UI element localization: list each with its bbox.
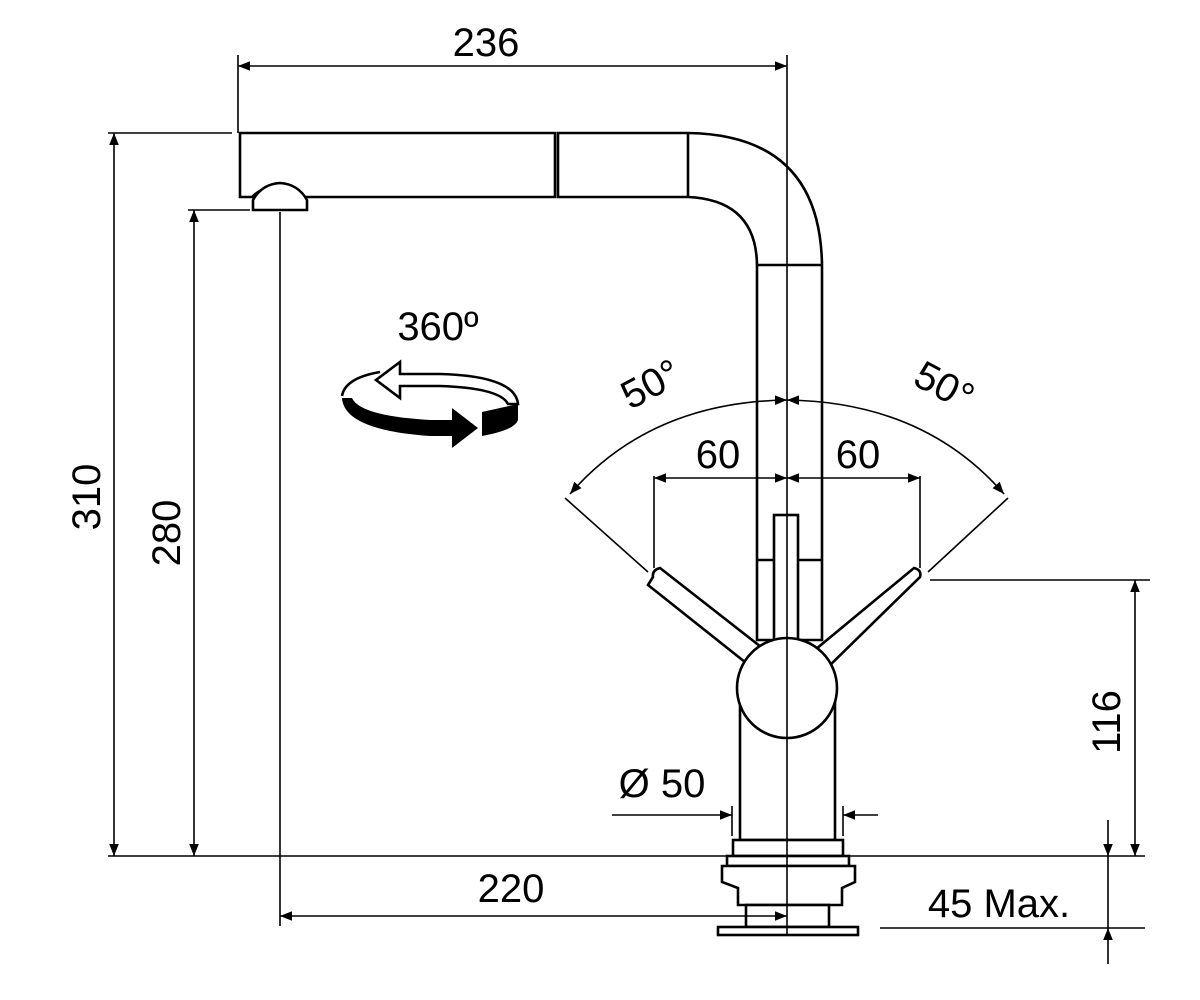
angle-ray-left (564, 497, 649, 573)
rotation-arrow-back-tail (340, 370, 381, 397)
deck-plate (725, 854, 851, 868)
rotation-arrow-front-end (482, 404, 518, 436)
rotation-arrow-back (373, 359, 520, 406)
angle-arc-left (569, 395, 788, 495)
label-280: 280 (145, 500, 189, 567)
label-310: 310 (65, 464, 109, 531)
dimension-lines (108, 55, 1150, 964)
label-diameter-50: Ø 50 (619, 762, 706, 806)
mounting-nut (720, 864, 857, 907)
label-45-max: 45 Max. (928, 882, 1070, 926)
label-50deg-right: 50° (907, 353, 981, 420)
handle-right (808, 566, 922, 672)
base-ring (731, 838, 845, 858)
aerator (251, 181, 309, 212)
handle-center (772, 513, 800, 647)
faucet-outline (238, 131, 922, 937)
label-50deg-left: 50° (614, 351, 688, 418)
label-60-right: 60 (836, 433, 881, 477)
hose-connector (716, 925, 860, 937)
label-220: 220 (478, 867, 545, 911)
label-116: 116 (1085, 690, 1129, 754)
label-360: 360º (397, 305, 479, 349)
angle-ray-right (927, 497, 1009, 573)
label-236: 236 (453, 21, 520, 65)
rotation-arrow-front (342, 398, 478, 448)
rotation-symbol (340, 359, 520, 448)
label-60-left: 60 (696, 433, 741, 477)
angle-arc-right (786, 395, 1005, 495)
